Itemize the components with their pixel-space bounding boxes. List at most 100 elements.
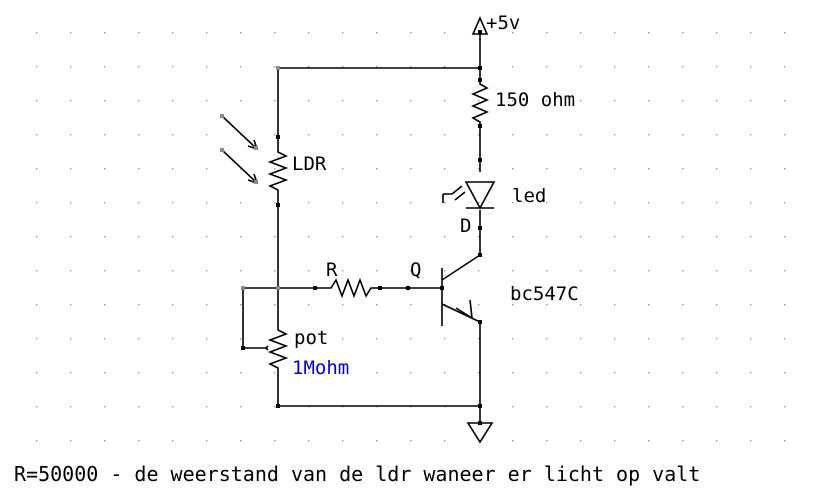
grid-dot: [546, 168, 548, 170]
grid-dot: [240, 32, 242, 34]
grid-dot: [138, 406, 140, 408]
grid-dot: [512, 32, 514, 34]
pin-dot: [276, 203, 280, 207]
grid-dot: [750, 406, 752, 408]
grid-dot: [512, 406, 514, 408]
grid-dot: [546, 134, 548, 136]
grid-dot: [240, 66, 242, 68]
base-resistor-label: R: [326, 259, 338, 281]
grid-dot: [648, 338, 650, 340]
pin-dot: [220, 114, 224, 118]
pin-dot: [478, 66, 482, 70]
supply-label: +5v: [486, 12, 520, 34]
grid-dot: [274, 66, 276, 68]
grid-dot: [478, 202, 480, 204]
grid-dot: [240, 406, 242, 408]
grid-dot: [70, 202, 72, 204]
npn-transistor-symbol: [441, 254, 481, 326]
led-symbol: [442, 181, 496, 210]
grid-dot: [478, 134, 480, 136]
grid-dot: [240, 338, 242, 340]
grid-dot: [342, 100, 344, 102]
grid-dot: [36, 134, 38, 136]
grid-dots: [36, 32, 786, 442]
wires: [242, 34, 481, 423]
grid-dot: [648, 134, 650, 136]
grid-dot: [104, 304, 106, 306]
grid-dot: [36, 236, 38, 238]
grid-dot: [682, 304, 684, 306]
grid-dot: [36, 100, 38, 102]
grid-dot: [172, 100, 174, 102]
grid-dot: [512, 372, 514, 374]
grid-dot: [444, 372, 446, 374]
grid-dot: [308, 304, 310, 306]
grid-dot: [308, 236, 310, 238]
grid-dot: [750, 440, 752, 442]
grid-dot: [172, 134, 174, 136]
grid-dot: [444, 236, 446, 238]
grid-dot: [648, 202, 650, 204]
grid-dot: [138, 372, 140, 374]
led-designator: D: [460, 215, 471, 237]
grid-dot: [138, 270, 140, 272]
grid-dot: [172, 372, 174, 374]
grid-dot: [614, 32, 616, 34]
grid-dot: [580, 66, 582, 68]
pot-bottom-wire: [277, 378, 480, 407]
grid-dot: [376, 202, 378, 204]
grid-dot: [138, 440, 140, 442]
grid-dot: [172, 406, 174, 408]
grid-dot: [376, 270, 378, 272]
grid-dot: [682, 406, 684, 408]
grid-dot: [682, 372, 684, 374]
grid-dot: [444, 168, 446, 170]
ldr-label: LDR: [292, 153, 327, 175]
grid-dot: [444, 202, 446, 204]
grid-dot: [478, 304, 480, 306]
grid-dot: [750, 202, 752, 204]
grid-dot: [274, 100, 276, 102]
grid-dot: [784, 66, 786, 68]
pin-dot: [276, 404, 280, 408]
grid-dot: [206, 32, 208, 34]
grid-dot: [410, 100, 412, 102]
grid-dot: [512, 304, 514, 306]
grid-dot: [580, 372, 582, 374]
grid-dot: [308, 202, 310, 204]
grid-dot: [138, 304, 140, 306]
grid-dot: [206, 100, 208, 102]
grid-dot: [342, 168, 344, 170]
grid-dot: [614, 406, 616, 408]
pin-dot: [241, 346, 245, 350]
grid-dot: [682, 134, 684, 136]
pin-dot: [478, 253, 482, 257]
grid-dot: [104, 202, 106, 204]
grid-dot: [410, 338, 412, 340]
grid-dot: [172, 236, 174, 238]
series-resistor-symbol: [470, 80, 490, 125]
grid-dot: [36, 270, 38, 272]
grid-dot: [342, 134, 344, 136]
pot-wiper-loop: [242, 287, 278, 349]
grid-dot: [682, 168, 684, 170]
grid-dot: [36, 168, 38, 170]
pin-dot: [478, 320, 482, 324]
grid-dot: [70, 168, 72, 170]
grid-dot: [70, 100, 72, 102]
grid-dot: [648, 406, 650, 408]
grid-dot: [240, 372, 242, 374]
grid-dot: [410, 134, 412, 136]
grid-dot: [478, 270, 480, 272]
grid-dot: [104, 168, 106, 170]
grid-dot: [648, 32, 650, 34]
grid-dot: [716, 32, 718, 34]
grid-dot: [274, 270, 276, 272]
grid-dot: [342, 270, 344, 272]
grid-dot: [172, 32, 174, 34]
grid-dot: [614, 100, 616, 102]
grid-dot: [512, 66, 514, 68]
grid-dot: [614, 304, 616, 306]
pin-dot: [254, 146, 258, 150]
grid-dot: [138, 338, 140, 340]
